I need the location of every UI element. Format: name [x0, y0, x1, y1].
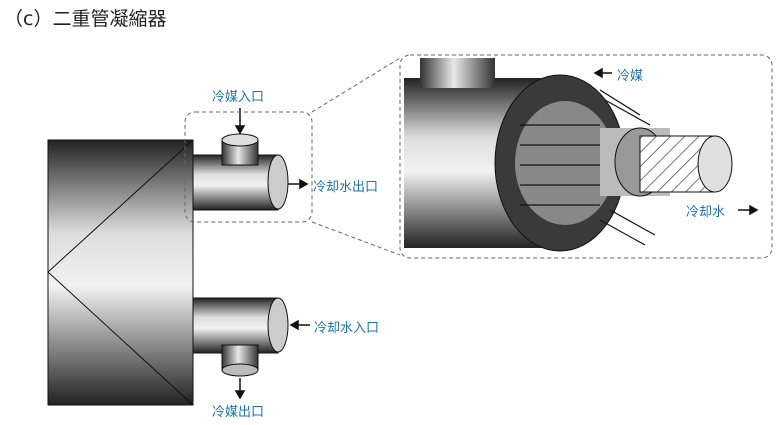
detail-callout: [184, 54, 773, 259]
label-cooling-water: 冷却水: [686, 205, 726, 220]
label-refrigerant-outlet: 冷媒出口: [212, 405, 265, 420]
label-refrigerant: 冷媒: [617, 69, 644, 84]
main-shell: [47, 139, 194, 406]
lower-pipe: [192, 297, 289, 377]
detail-cross-section: [404, 58, 733, 252]
label-cooling-water-outlet: 冷却水出口: [313, 180, 379, 195]
label-cooling-water-inlet: 冷却水入口: [314, 321, 380, 336]
upper-pipe: [192, 133, 289, 211]
flow-arrows: [234, 67, 759, 400]
label-refrigerant-inlet: 冷媒入口: [212, 90, 265, 105]
figure-title: （c）二重管凝縮器: [4, 8, 167, 30]
